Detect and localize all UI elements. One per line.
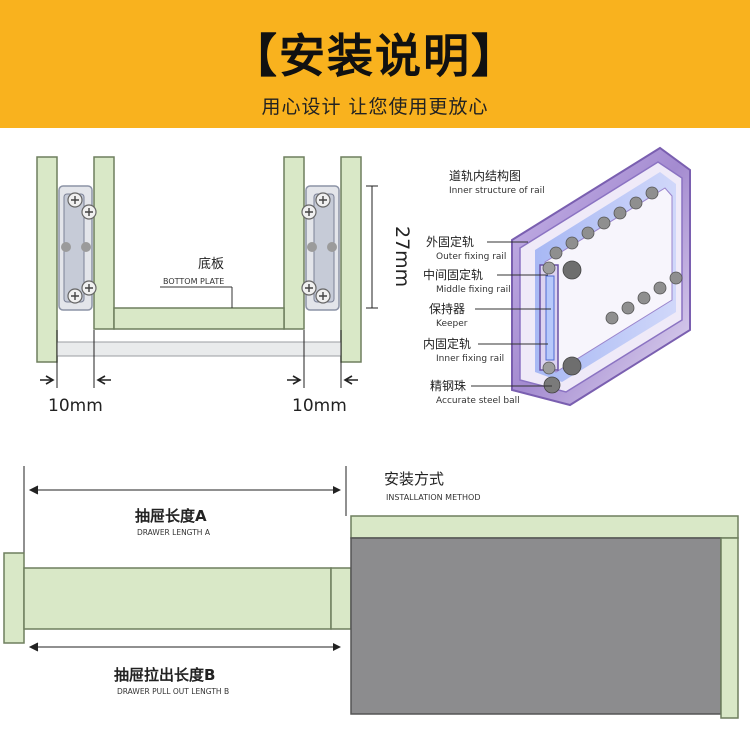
part-label-cn-1: 中间固定轨 <box>423 267 483 282</box>
left-gap-arrow-left <box>40 375 55 385</box>
length-a-label-en: DRAWER LENGTH A <box>137 528 211 537</box>
page-subtitle: 用心设计 让您使用更放心 <box>261 96 489 118</box>
length-a-label-cn: 抽屉长度A <box>135 507 207 525</box>
drawer-back-panel <box>3 552 25 644</box>
part-label-en-0: Outer fixing rail <box>436 252 506 262</box>
drawer-side-panel <box>23 567 332 630</box>
height-label: 27mm <box>391 226 413 287</box>
rail-structure-title-en: Inner structure of rail <box>449 186 545 196</box>
rail-structure-title-cn: 道轨内结构图 <box>449 168 521 183</box>
bottom-plate <box>113 307 285 330</box>
part-label-cn-2: 保持器 <box>429 301 465 316</box>
installation-diagram-bottom: 安装方式 INSTALLATION METHOD 抽屉长度A DRAWER LE… <box>3 466 739 719</box>
rail-illustration <box>511 146 691 407</box>
bottom-plate-label-en: BOTTOM PLATE <box>163 277 224 286</box>
bottom-plate-label-cn: 底板 <box>198 256 224 272</box>
left-drawer-wall <box>93 156 115 330</box>
part-label-en-2: Keeper <box>436 319 468 329</box>
right-gap-label: 10mm <box>292 396 347 416</box>
part-label-en-1: Middle fixing rail <box>436 285 511 295</box>
right-gap-arrow-left <box>287 375 302 385</box>
rail-structure-diagram: 道轨内结构图 Inner structure of rail <box>423 146 691 407</box>
left-gap-arrow-right <box>96 375 111 385</box>
right-gap-arrow-right <box>343 375 358 385</box>
cabinet-body <box>350 537 722 715</box>
cabinet-top-panel <box>350 515 739 539</box>
cross-section-diagram: 底板 BOTTOM PLATE 27mm 10mm 10mm <box>36 156 413 416</box>
part-label-en-3: Inner fixing rail <box>436 354 504 364</box>
length-b-label-cn: 抽屉拉出长度B <box>114 666 215 684</box>
right-drawer-wall <box>283 156 305 330</box>
left-cabinet-wall <box>36 156 58 363</box>
part-label-cn-3: 内固定轨 <box>423 336 471 351</box>
part-label-cn-4: 精钢珠 <box>430 379 466 393</box>
cabinet-base <box>56 341 342 357</box>
part-leader-lines <box>471 241 552 387</box>
header-banner: 【安装说明】 用心设计 让您使用更放心 <box>0 0 750 128</box>
installation-title-cn: 安装方式 <box>384 470 444 488</box>
cabinet-side-panel <box>720 537 739 719</box>
drawer-front-panel <box>330 567 352 630</box>
left-gap-label: 10mm <box>48 396 103 416</box>
installation-title-en: INSTALLATION METHOD <box>386 493 481 502</box>
part-label-cn-0: 外固定轨 <box>426 234 474 249</box>
right-cabinet-wall <box>340 156 362 363</box>
page-title: 【安装说明】 <box>231 29 519 83</box>
length-b-label-en: DRAWER PULL OUT LENGTH B <box>117 687 229 696</box>
left-rail <box>58 185 97 311</box>
right-rail <box>301 185 340 311</box>
part-label-en-4: Accurate steel ball <box>436 396 520 406</box>
